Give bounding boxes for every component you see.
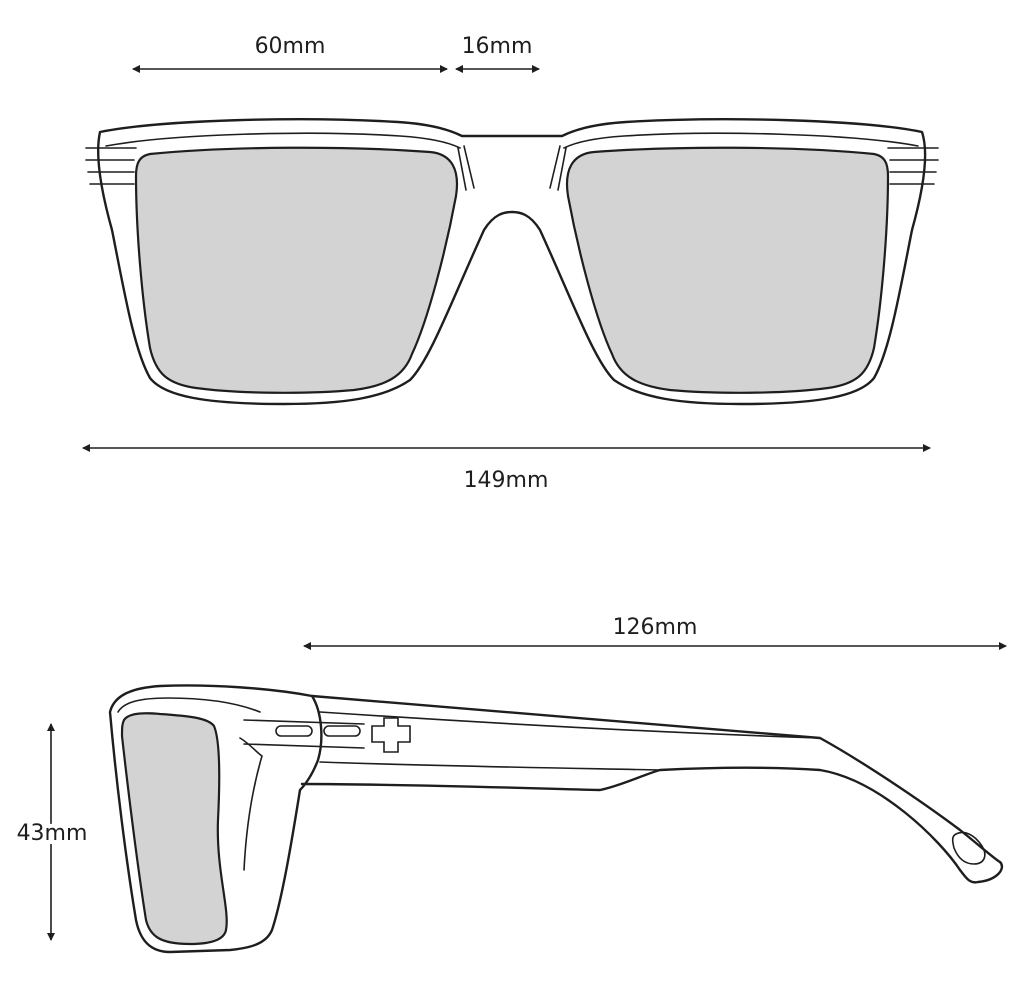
hinge-rails <box>243 719 365 749</box>
hinge-grooves-right <box>887 147 939 185</box>
hinge-slot-2 <box>323 725 361 737</box>
side-view: 126mm 43mm <box>13 615 1007 954</box>
temple-lower-ridge <box>319 761 661 771</box>
bridge-ridge-left <box>457 145 475 191</box>
bridge-width-label: 16mm <box>462 34 533 59</box>
brand-logo-icon <box>371 717 411 753</box>
temple-ridge <box>319 711 821 739</box>
hinge-grooves-left <box>85 147 137 185</box>
front-brow-line <box>105 132 919 149</box>
lens-width-label: 60mm <box>255 34 326 59</box>
right-lens <box>566 146 890 394</box>
bridge-ridge-right <box>549 145 567 191</box>
front-view: 60mm 16mm 149mm <box>82 34 939 493</box>
temple-arm <box>300 694 1004 884</box>
lens-height-label: 43mm <box>17 821 88 846</box>
frame-width-label: 149mm <box>464 468 549 493</box>
side-frame-outline <box>108 684 323 954</box>
temple-tip-hole <box>951 831 986 865</box>
side-lens <box>120 712 228 946</box>
hinge-slot-1 <box>275 725 313 737</box>
front-frame-outline <box>96 118 927 406</box>
temple-length-label: 126mm <box>613 615 698 640</box>
left-lens <box>134 146 458 394</box>
